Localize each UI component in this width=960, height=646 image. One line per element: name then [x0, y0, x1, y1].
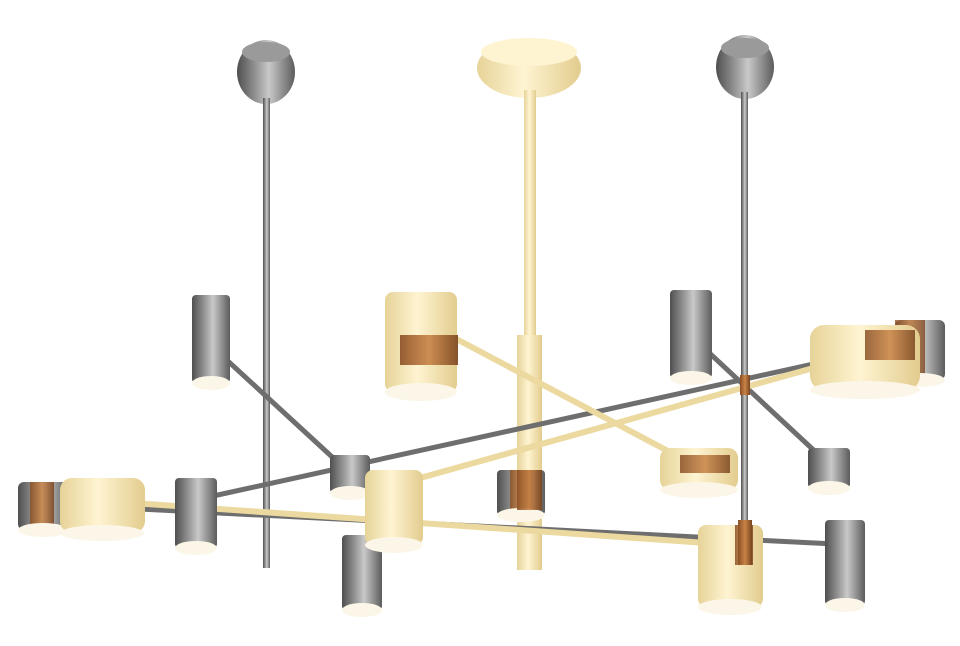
copper-joints: [517, 375, 752, 565]
brass-lamp-shade: [385, 292, 458, 401]
chrome-lamp-shade: [192, 295, 230, 390]
brass-arm: [428, 322, 702, 471]
center-brass-canopy: [477, 38, 581, 98]
right-chrome-canopy: [716, 35, 774, 99]
chrome-lamp-shade: [825, 520, 865, 612]
brass-lamp-shade: [810, 325, 920, 399]
copper-joint: [738, 520, 752, 565]
chrome-lamp-shade: [175, 478, 217, 555]
left-chrome-rod: [263, 98, 270, 568]
chrome-lamp-shade: [808, 448, 850, 495]
chrome-arm: [194, 342, 901, 503]
lamp-shades: [18, 290, 945, 617]
chrome-lamp-shade: [342, 535, 382, 617]
left-chrome-canopy: [237, 40, 295, 104]
chrome-lamp-shade: [18, 482, 68, 537]
chrome-arm: [688, 333, 837, 472]
right-chrome-rod: [741, 92, 748, 572]
brass-lamp-shade: [660, 448, 738, 498]
copper-joint: [517, 470, 542, 510]
chrome-lamp-shade: [330, 455, 370, 500]
ceiling-canopies: [237, 35, 774, 104]
center-brass-rod: [524, 90, 536, 340]
chrome-lamp-shade: [670, 290, 712, 385]
copper-joint: [740, 375, 750, 395]
brass-lamp-shade: [698, 525, 763, 615]
brass-lamp-shade: [60, 478, 145, 541]
brass-arm: [394, 352, 861, 488]
brass-lamp-shade: [365, 470, 423, 553]
